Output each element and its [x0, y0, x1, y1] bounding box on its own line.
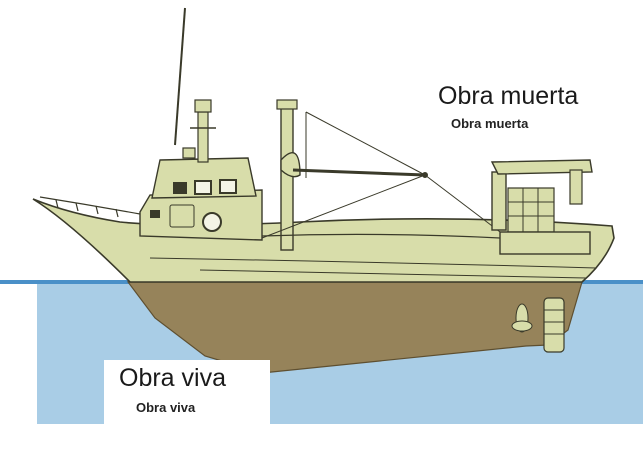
- obra-muerta-label: Obra muerta: [438, 82, 579, 110]
- deck-rail: [261, 233, 501, 239]
- rudder-propeller: [511, 297, 565, 353]
- label-background: [104, 360, 270, 434]
- antenna-mast: [174, 7, 216, 163]
- wheelhouse: [139, 157, 263, 241]
- upper-hull: [32, 198, 615, 283]
- obra-viva-label: Obra viva: [119, 364, 226, 392]
- obra-muerta-caption: Obra muerta: [451, 116, 529, 131]
- bow-railing: [39, 196, 141, 218]
- stern-crane: [490, 159, 593, 255]
- submerged-hull: [126, 281, 583, 374]
- hull-stripe: [149, 257, 597, 269]
- main-mast: [261, 99, 509, 251]
- obra-viva-caption: Obra viva: [136, 400, 196, 415]
- hull-stripe: [199, 269, 587, 279]
